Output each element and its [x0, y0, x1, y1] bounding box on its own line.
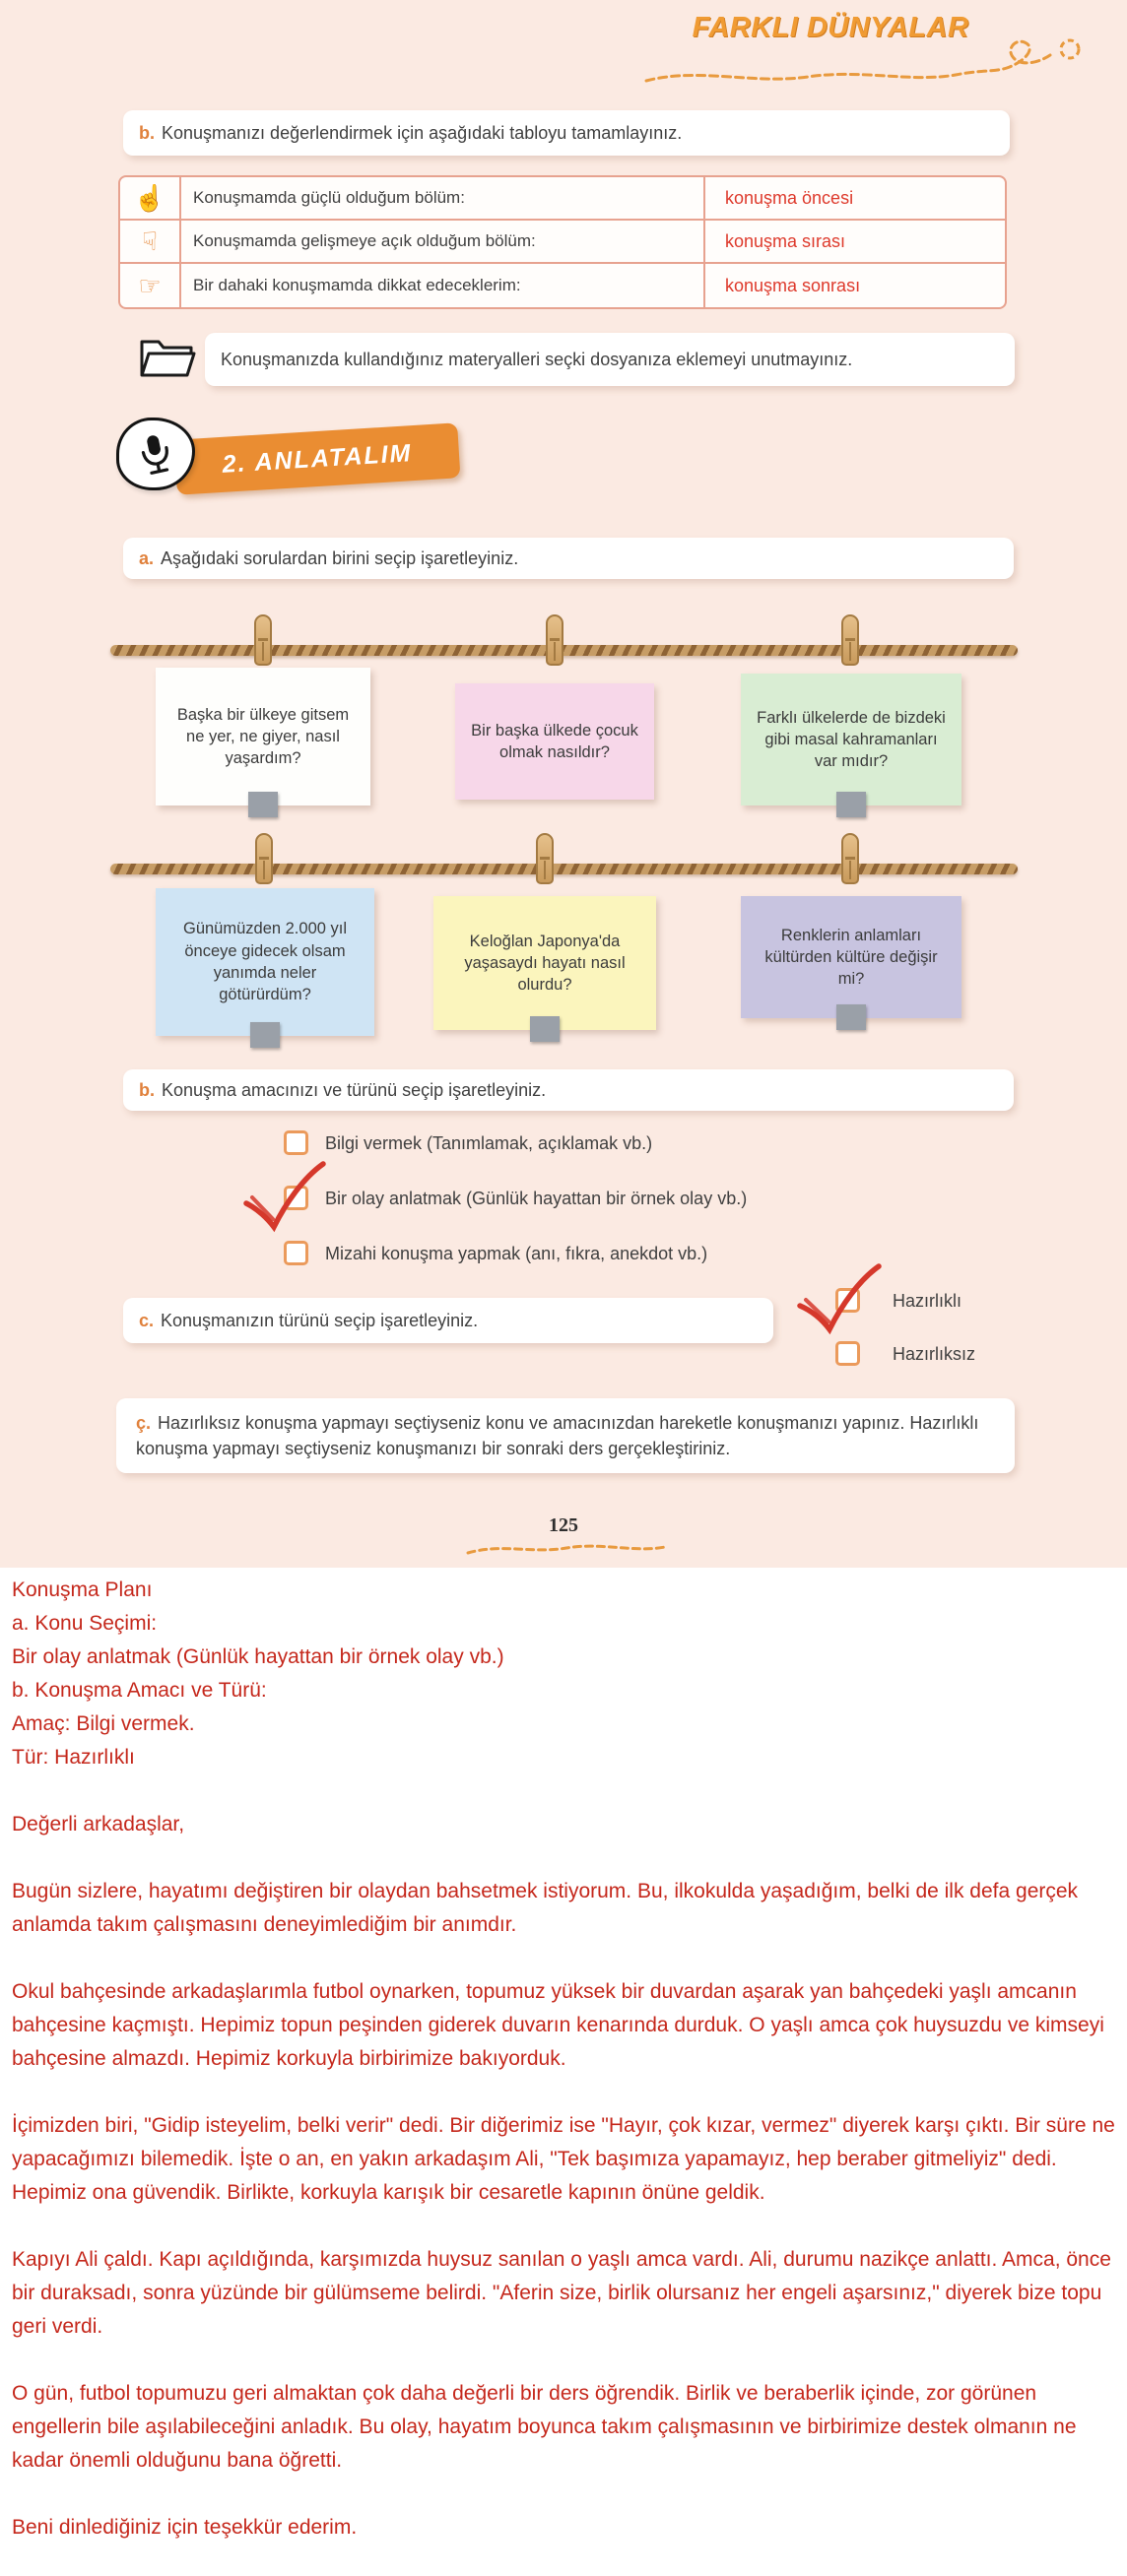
question-note-text: Renklerin anlamları kültürden kültüre de…: [764, 926, 938, 989]
question-note: Keloğlan Japonya'da yaşasaydı hayatı nas…: [433, 896, 656, 1030]
magnet: [248, 792, 278, 817]
checkbox-mizahi-konusma[interactable]: [284, 1241, 308, 1265]
option-label: Hazırlıklı: [893, 1291, 962, 1311]
option-label: Bilgi vermek (Tanımlamak, açıklamak vb.): [325, 1133, 653, 1153]
speech-closing: Beni dinlediğiniz için teşekkür ederim.: [12, 2516, 358, 2539]
table-row-label: Konuşmamda güçlü olduğum bölüm:: [181, 177, 705, 221]
section-c-label: c.: [139, 1310, 155, 1330]
section-b2-instruction: Konuşma amacınızı ve türünü seçip işaret…: [162, 1079, 547, 1100]
materials-note-box: Konuşmanızda kullandığınız materyalleri …: [205, 333, 1015, 386]
table-row-answer: konuşma sırası: [705, 221, 1005, 264]
clothespin: [255, 833, 273, 884]
evaluation-table: ☝ Konuşmamda güçlü olduğum bölüm: konuşm…: [118, 175, 1007, 309]
red-checkmark: [797, 1263, 882, 1335]
speech-paragraph: O gün, futbol topumuzu geri almaktan çok…: [12, 2382, 1077, 2472]
checkbox-bilgi-vermek[interactable]: [284, 1130, 308, 1155]
clothespin: [841, 833, 859, 884]
plan-line: Amaç: Bilgi vermek.: [12, 1712, 195, 1735]
speech-greeting: Değerli arkadaşlar,: [12, 1813, 185, 1835]
magnet: [836, 1004, 866, 1030]
question-note-text: Başka bir ülkeye gitsem ne yer, ne giyer…: [176, 705, 350, 768]
section-a-instruction-box: a. Aşağıdaki sorulardan birini seçip işa…: [123, 538, 1014, 579]
clothespin: [546, 614, 564, 666]
thumbs-up-icon: ☝: [120, 177, 181, 221]
question-note: Farklı ülkelerde de bizdeki gibi masal k…: [741, 674, 961, 805]
plan-line: Bir olay anlatmak (Günlük hayattan bir ö…: [12, 1645, 504, 1668]
microphone-icon: [141, 435, 169, 475]
clothespin: [254, 614, 272, 666]
materials-note-text: Konuşmanızda kullandığınız materyalleri …: [221, 349, 853, 369]
section-banner-title: 2. ANLATALIM: [221, 438, 414, 479]
clothespin: [841, 614, 859, 666]
question-note-text: Günümüzden 2.000 yıl önceye gidecek olsa…: [182, 920, 348, 1004]
section-c-cedilla-label: ç.: [136, 1413, 152, 1433]
section-b1-label: b.: [139, 122, 155, 143]
section-a-instruction: Aşağıdaki sorulardan birini seçip işaret…: [161, 547, 519, 568]
plan-line: b. Konuşma Amacı ve Türü:: [12, 1679, 267, 1702]
table-row-answer: konuşma öncesi: [705, 177, 1005, 221]
rope: [110, 864, 1018, 874]
section-c-instruction-box: c. Konuşmanızın türünü seçip işaretleyin…: [123, 1298, 773, 1343]
option-label: Mizahi konuşma yapmak (anı, fıkra, anekd…: [325, 1244, 708, 1263]
section-c-cedilla-box: ç.Hazırlıksız konuşma yapmayı seçtiyseni…: [116, 1398, 1015, 1474]
header-squiggle-decoration: [644, 38, 1081, 83]
section-c-cedilla-instruction: Hazırlıksız konuşma yapmayı seçtiyseniz …: [136, 1413, 979, 1459]
section-a-label: a.: [139, 547, 155, 568]
page-number: 125: [549, 1514, 578, 1536]
section-c-instruction: Konuşmanızın türünü seçip işaretleyiniz.: [161, 1310, 479, 1330]
microphone-badge: [116, 418, 195, 490]
question-note-text: Farklı ülkelerde de bizdeki gibi masal k…: [757, 708, 946, 771]
section-b1-instruction: Konuşmanızı değerlendirmek için aşağıdak…: [162, 122, 683, 143]
pointing-hand-icon: ☞: [120, 264, 181, 307]
magnet: [250, 1022, 280, 1048]
folder-icon: [140, 340, 196, 377]
question-note-text: Bir başka ülkede çocuk olmak nasıldır?: [471, 721, 638, 761]
question-note: Başka bir ülkeye gitsem ne yer, ne giyer…: [156, 668, 370, 805]
red-checkmark: [243, 1161, 326, 1233]
option-label: Hazırlıksız: [893, 1344, 976, 1364]
option-label: Bir olay anlatmak (Günlük hayattan bir ö…: [325, 1189, 748, 1208]
thumbs-down-icon: ☟: [120, 221, 181, 264]
speech-answer-text: Konuşma Planı a. Konu Seçimi: Bir olay a…: [12, 1574, 1121, 2544]
speech-paragraph: Kapıyı Ali çaldı. Kapı açıldığında, karş…: [12, 2248, 1111, 2338]
rope: [110, 645, 1018, 656]
plan-line: a. Konu Seçimi:: [12, 1612, 158, 1635]
table-row-label: Konuşmamda gelişmeye açık olduğum bölüm:: [181, 221, 705, 264]
section-b2-instruction-box: b. Konuşma amacınızı ve türünü seçip işa…: [123, 1069, 1014, 1111]
speech-paragraph: Bugün sizlere, hayatımı değiştiren bir o…: [12, 1880, 1079, 1936]
table-row-answer: konuşma sonrası: [725, 275, 861, 295]
section-b1-instruction-box: b. Konuşmanızı değerlendirmek için aşağı…: [123, 110, 1010, 156]
speech-paragraph: İçimizden biri, "Gidip isteyelim, belki …: [12, 2114, 1115, 2204]
magnet: [836, 792, 866, 817]
question-note-text: Keloğlan Japonya'da yaşasaydı hayatı nas…: [464, 932, 626, 995]
magnet: [530, 1016, 560, 1042]
footer-squiggle-decoration: [466, 1544, 667, 1555]
question-note: Bir başka ülkede çocuk olmak nasıldır?: [455, 683, 654, 800]
question-note: Günümüzden 2.000 yıl önceye gidecek olsa…: [156, 888, 374, 1036]
plan-line: Konuşma Planı: [12, 1578, 153, 1601]
question-note: Renklerin anlamları kültürden kültüre de…: [741, 896, 961, 1018]
speech-plan: Konuşma Planı a. Konu Seçimi: Bir olay a…: [12, 1574, 1121, 1774]
page-title: FARKLI DÜNYALAR: [692, 12, 969, 43]
table-row-label: Bir dahaki konuşmamda dikkat edeceklerim…: [181, 264, 705, 307]
section-b2-label: b.: [139, 1079, 155, 1100]
checkbox-hazirliksiz[interactable]: [835, 1341, 860, 1366]
plan-line: Tür: Hazırlıklı: [12, 1746, 135, 1769]
clothespin: [536, 833, 554, 884]
speech-paragraph: Okul bahçesinde arkadaşlarımla futbol oy…: [12, 1980, 1104, 2070]
